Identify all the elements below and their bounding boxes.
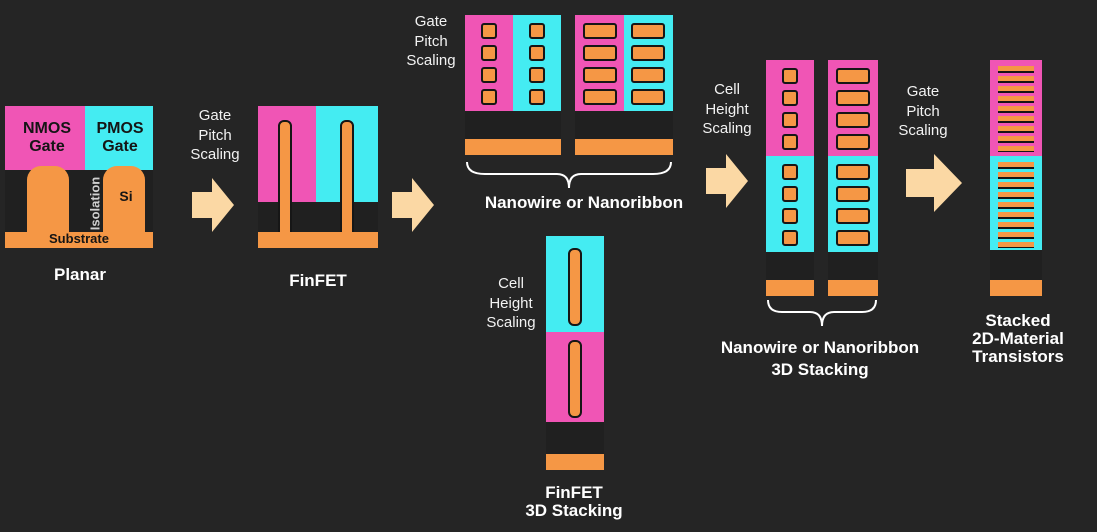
nanoribbon	[836, 230, 870, 246]
nanowire	[782, 230, 798, 246]
nmos-gate	[5, 106, 85, 170]
pmos-gate-label: PMOS Gate	[96, 120, 144, 156]
gate-pitch-label-3: Gate Pitch Scaling	[898, 83, 948, 139]
nanowire	[782, 134, 798, 150]
nanoribbon-3d-device	[828, 60, 878, 296]
nanoribbon	[836, 186, 870, 202]
gate-pitch-label-2: Gate Pitch Scaling	[406, 13, 456, 69]
nanoribbon	[583, 67, 617, 83]
stacked-2d-caption: Stacked 2D-Material Transistors	[972, 311, 1064, 366]
cell-height-label-2: Cell Height Scaling	[702, 81, 752, 137]
gate-pitch-label-1: Gate Pitch Scaling	[190, 107, 240, 163]
nmos-channel	[27, 166, 69, 236]
right-arrow-icon	[392, 178, 434, 232]
nanoribbon-3d-isolation	[828, 252, 878, 280]
finfet-3d-isolation	[546, 422, 604, 454]
substrate-label: Substrate	[49, 231, 109, 246]
nanowire	[782, 112, 798, 128]
nanoribbon	[583, 23, 617, 39]
nanowire	[529, 23, 545, 39]
nanowire-3d-caption: Nanowire or Nanoribbon 3D Stacking	[720, 338, 920, 380]
nanoribbon	[836, 164, 870, 180]
stacked-2d-sheets-top	[998, 66, 1034, 152]
finfet-3d-device	[546, 236, 604, 470]
nanowire	[529, 67, 545, 83]
nanowire-3d-substrate	[766, 280, 814, 296]
substrate	[5, 232, 153, 248]
finfet-caption: FinFET	[289, 271, 347, 290]
nanoribbon-device	[575, 15, 673, 157]
nanoribbon	[631, 23, 665, 39]
si-label: Si	[119, 188, 133, 204]
nanoribbon-isolation	[575, 111, 673, 139]
nanoribbon	[583, 89, 617, 105]
brace-icon	[466, 161, 672, 189]
right-arrow-icon	[706, 154, 748, 208]
nanowire-isolation	[465, 111, 561, 139]
nanowire-3d-device	[766, 60, 814, 296]
finfet-device	[258, 106, 378, 248]
planar-caption: Planar	[54, 265, 106, 284]
pmos-gate	[85, 106, 153, 170]
nanowire	[481, 45, 497, 61]
nanoribbon	[836, 68, 870, 84]
nanowire-substrate	[465, 139, 561, 155]
finfet-3d-caption: FinFET 3D Stacking	[525, 483, 623, 520]
nanowire-caption: Nanowire or Nanoribbon	[484, 193, 684, 212]
nanowire	[782, 186, 798, 202]
finfet-fin-left	[278, 120, 292, 238]
nanowire	[529, 45, 545, 61]
finfet-isolation	[258, 202, 378, 232]
stacked-2d-sheets-bottom	[998, 162, 1034, 248]
finfet-substrate	[258, 232, 378, 248]
nanowire	[782, 90, 798, 106]
finfet-3d-fin-bottom	[568, 340, 582, 418]
cell-height-label-1: Cell Height Scaling	[486, 275, 536, 331]
nanoribbon-substrate	[575, 139, 673, 155]
finfet-3d-fin-top	[568, 248, 582, 326]
nanowire	[529, 89, 545, 105]
stacked-2d-substrate	[990, 280, 1042, 296]
nanoribbon	[631, 89, 665, 105]
nanoribbon	[631, 45, 665, 61]
nanowire-device	[465, 15, 561, 157]
nanoribbon	[631, 67, 665, 83]
nanowire	[481, 89, 497, 105]
nanoribbon	[836, 208, 870, 224]
stacked-2d-device	[990, 60, 1042, 296]
nanowire	[782, 164, 798, 180]
pmos-channel	[103, 166, 145, 236]
nanoribbon	[836, 134, 870, 150]
nanowire	[782, 68, 798, 84]
right-arrow-icon	[906, 154, 962, 212]
stacked-2d-isolation	[990, 250, 1042, 280]
finfet-fin-right	[340, 120, 354, 238]
nanowire	[481, 23, 497, 39]
nanoribbon-3d-substrate	[828, 280, 878, 296]
nanowire	[481, 67, 497, 83]
isolation-label: Isolation	[87, 176, 103, 231]
right-arrow-icon	[192, 178, 234, 232]
planar-device: NMOS Gate PMOS Gate Si Isolation Substra…	[5, 106, 153, 248]
nanoribbon	[836, 112, 870, 128]
nanoribbon	[583, 45, 617, 61]
nmos-gate-label: NMOS Gate	[23, 120, 71, 156]
brace-icon	[767, 299, 877, 327]
nanoribbon	[836, 90, 870, 106]
nanowire-3d-isolation	[766, 252, 814, 280]
finfet-3d-substrate	[546, 454, 604, 470]
nanowire	[782, 208, 798, 224]
